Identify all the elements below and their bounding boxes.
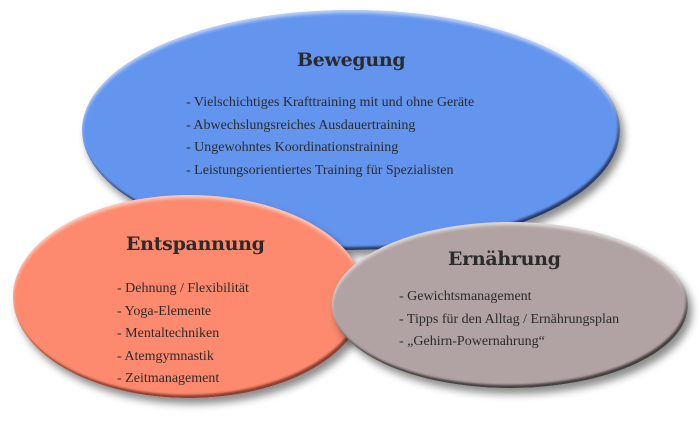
ernaehrung-list: Gewichtsmanagement Tipps für den Alltag …: [399, 286, 619, 354]
list-item: Abwechslungsreiches Ausdauertraining: [186, 115, 474, 138]
bewegung-list: Vielschichtiges Krafttraining mit und oh…: [186, 92, 474, 182]
entspannung-title: Entspannung: [126, 233, 265, 255]
list-item: Vielschichtiges Krafttraining mit und oh…: [186, 92, 474, 115]
list-item: Zeitmanagement: [117, 368, 249, 391]
list-item: Dehnung / Flexibilität: [117, 278, 249, 301]
list-item: Yoga-Elemente: [117, 301, 249, 324]
ernaehrung-title: Ernährung: [448, 248, 561, 270]
list-item: Leistungsorientiertes Training für Spezi…: [186, 160, 474, 183]
list-item: Tipps für den Alltag / Ernährungsplan: [399, 309, 619, 332]
list-item: Atemgymnastik: [117, 346, 249, 369]
entspannung-list: Dehnung / Flexibilität Yoga-Elemente Men…: [117, 278, 249, 391]
list-item: Ungewohntes Koordinationstraining: [186, 137, 474, 160]
list-item: Mentaltechniken: [117, 323, 249, 346]
list-item: „Gehirn-Powernahrung“: [399, 331, 619, 354]
bewegung-title: Bewegung: [297, 49, 406, 71]
list-item: Gewichtsmanagement: [399, 286, 619, 309]
